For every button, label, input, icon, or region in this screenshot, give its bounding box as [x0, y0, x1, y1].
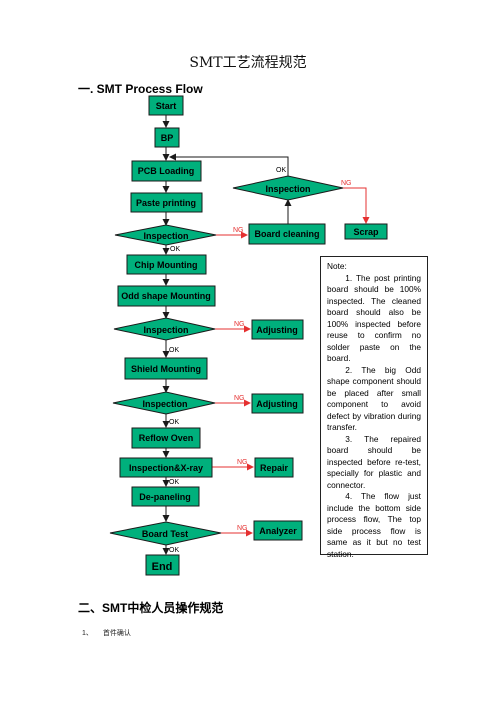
node-inspection-xray: Inspection&X-ray [119, 457, 213, 478]
note-item-1: 1. The post printing board should be 100… [327, 272, 421, 364]
node-pcb-loading: PCB Loading [131, 160, 202, 182]
node-adjusting-1: Adjusting [251, 319, 304, 340]
node-chip-mounting-label: Chip Mounting [135, 260, 198, 270]
document-title: SMT工艺流程规范 [189, 55, 307, 71]
section-heading-inspector-rules: 二、SMT中检人员操作规范 [78, 601, 224, 615]
node-shield-mounting-label: Shield Mounting [131, 364, 201, 374]
ok-label-insp1: OK [170, 246, 180, 253]
list-item-first-article: 1、 首件确认 [82, 628, 141, 638]
node-board-test: Board Test [109, 521, 222, 546]
ng-label-scrap: NG [341, 180, 352, 187]
process-flow-diagram: Start BP PCB Loading Paste printing Insp… [109, 95, 388, 576]
list-item-number: 1、 [82, 630, 93, 637]
node-scrap: Scrap [344, 223, 388, 240]
node-reflow-oven-label: Reflow Oven [139, 433, 194, 443]
node-inspection-3-label: Inspection [142, 399, 187, 409]
node-pcb-loading-label: PCB Loading [138, 166, 195, 176]
node-start: Start [148, 95, 184, 116]
node-de-paneling: De-paneling [131, 486, 200, 507]
ng-label-insp3: NG [234, 395, 245, 402]
note-item-4: 4. The flow just include the bottom side… [327, 491, 421, 559]
node-adjusting-2: Adjusting [251, 393, 304, 414]
ng-label-boardtest: NG [237, 525, 248, 532]
note-item-3: 3. The repaired board should be inspecte… [327, 433, 421, 490]
ng-label-xray: NG [237, 459, 248, 466]
flow-connectors [162, 115, 292, 555]
ok-label-xray: OK [169, 479, 179, 486]
node-end: End [145, 554, 180, 576]
node-repair-label: Repair [260, 463, 289, 473]
node-inspection-3: Inspection [112, 391, 216, 415]
ok-label-loop: OK [276, 167, 286, 174]
node-analyzer: Analyzer [253, 520, 303, 541]
node-bp-label: BP [161, 133, 174, 143]
section-heading-process-flow: 一. SMT Process Flow [78, 82, 203, 96]
node-board-cleaning-label: Board cleaning [254, 229, 319, 239]
note-item-2: 2. The big Odd shape component should be… [327, 364, 421, 433]
connector-insptop-ok-loop [169, 153, 289, 176]
node-adjusting-2-label: Adjusting [256, 399, 298, 409]
node-paste-printing-label: Paste printing [136, 198, 196, 208]
note-heading: Note: [327, 261, 347, 271]
node-odd-shape-mounting-label: Odd shape Mounting [121, 291, 211, 301]
node-inspection-top: Inspection [232, 175, 344, 201]
ng-label-insp2: NG [234, 321, 245, 328]
ng-connectors [212, 187, 370, 537]
ok-label-insp2: OK [169, 347, 179, 354]
node-repair: Repair [254, 457, 294, 478]
node-de-paneling-label: De-paneling [139, 492, 191, 502]
node-start-label: Start [156, 101, 177, 111]
node-bp: BP [154, 127, 180, 148]
note-box: Note: 1. The post printing board should … [320, 256, 428, 559]
node-analyzer-label: Analyzer [259, 526, 297, 536]
node-paste-printing: Paste printing [130, 192, 203, 213]
node-adjusting-1-label: Adjusting [256, 325, 298, 335]
ng-insptop-scrap [342, 187, 370, 224]
node-scrap-label: Scrap [353, 227, 379, 237]
node-inspection-top-label: Inspection [265, 184, 310, 194]
node-board-test-label: Board Test [142, 529, 188, 539]
node-inspection-2: Inspection [113, 317, 216, 341]
node-shield-mounting: Shield Mounting [124, 357, 208, 380]
node-reflow-oven: Reflow Oven [131, 427, 201, 449]
ng-label-insp1: NG [233, 227, 244, 234]
node-board-cleaning: Board cleaning [248, 223, 326, 245]
node-end-label: End [152, 561, 173, 573]
list-item-text: 首件确认 [102, 630, 131, 637]
node-odd-shape-mounting: Odd shape Mounting [117, 285, 216, 307]
node-inspection-2-label: Inspection [143, 325, 188, 335]
node-inspection-xray-label: Inspection&X-ray [129, 463, 203, 473]
node-inspection-1-label: Inspection [143, 231, 188, 241]
node-inspection-1: Inspection [114, 224, 217, 246]
ok-label-boardtest: OK [169, 547, 179, 554]
ok-label-insp3: OK [169, 419, 179, 426]
node-chip-mounting: Chip Mounting [126, 254, 207, 275]
